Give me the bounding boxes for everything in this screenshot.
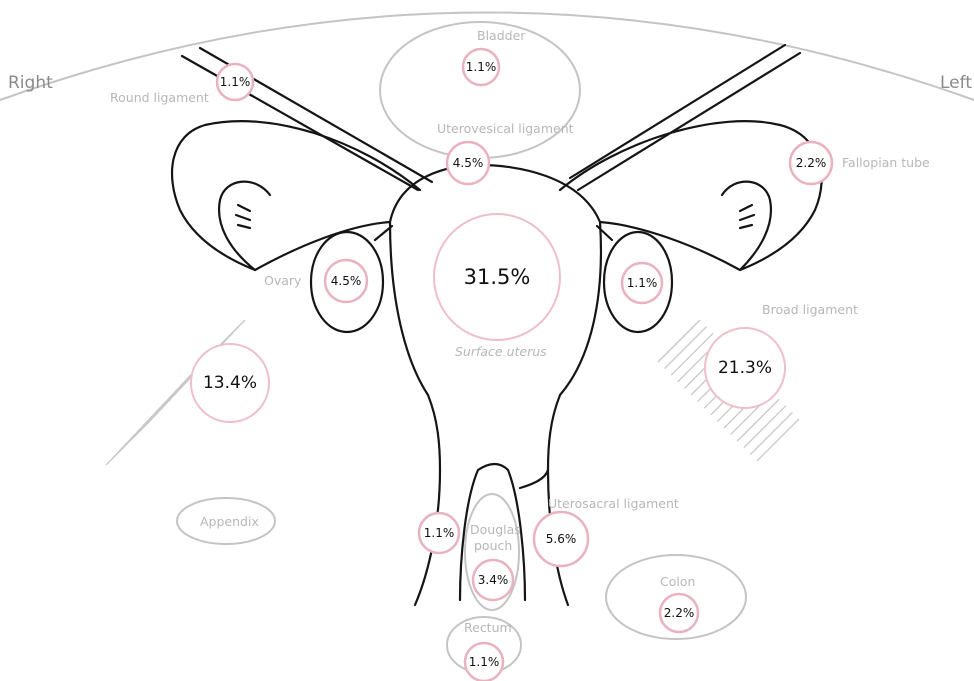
label-surface-uterus: Surface uterus — [455, 344, 547, 359]
round-ligament-left — [570, 45, 800, 190]
svg-text:31.5%: 31.5% — [464, 265, 531, 289]
side-label-right: Right — [8, 73, 53, 93]
hatch-line — [665, 327, 707, 369]
svg-text:3.4%: 3.4% — [478, 573, 509, 587]
svg-text:13.4%: 13.4% — [203, 373, 257, 393]
label-colon: Colon — [660, 574, 695, 589]
label-round-ligament: Round ligament — [110, 90, 209, 105]
svg-text:1.1%: 1.1% — [466, 60, 497, 74]
svg-text:5.6%: 5.6% — [546, 532, 577, 546]
round-ligament-right — [182, 48, 432, 190]
hatch-line — [744, 406, 786, 448]
label-ovary: Ovary — [264, 273, 302, 288]
marker-surface-uterus: 31.5% — [434, 214, 560, 340]
marker-round-ligament: 1.1% — [217, 64, 253, 100]
marker-fallopian-tube: 2.2% — [790, 142, 832, 184]
label-uterosacral-ligament: Uterosacral ligament — [548, 496, 679, 511]
label-uterovesical-ligament: Uterovesical ligament — [437, 121, 574, 136]
side-label-left: Left — [940, 73, 972, 93]
marker-colon: 2.2% — [660, 594, 698, 632]
label-rectum: Rectum — [464, 620, 512, 635]
label-douglas-pouch-line2: pouch — [474, 538, 512, 553]
marker-ovary-left: 1.1% — [622, 263, 662, 303]
hatch-line — [750, 412, 792, 454]
svg-text:4.5%: 4.5% — [331, 274, 362, 288]
marker-uterosacral-ligament-right: 1.1% — [419, 513, 459, 553]
marker-broad-ligament: 21.3% — [705, 328, 785, 408]
marker-uterosacral-ligament-left: 5.6% — [534, 512, 588, 566]
label-douglas-pouch-line1: Douglas — [470, 522, 521, 537]
label-fallopian-tube: Fallopian tube — [842, 155, 930, 170]
marker-bladder: 1.1% — [463, 49, 499, 85]
marker-ovary-right: 4.5% — [325, 260, 367, 302]
svg-text:2.2%: 2.2% — [664, 606, 695, 620]
svg-text:1.1%: 1.1% — [220, 75, 251, 89]
marker-uterovesical-ligament: 4.5% — [447, 142, 489, 184]
svg-text:4.5%: 4.5% — [453, 156, 484, 170]
svg-text:21.3%: 21.3% — [718, 358, 772, 378]
label-bladder: Bladder — [477, 28, 526, 43]
svg-text:1.1%: 1.1% — [424, 526, 455, 540]
marker-rectum: 1.1% — [465, 643, 503, 681]
svg-text:1.1%: 1.1% — [469, 655, 500, 669]
hatch-line — [757, 419, 799, 461]
marker-pelvic-wall-right: 13.4% — [191, 344, 269, 422]
hatch-line — [106, 419, 152, 465]
marker-douglas-pouch: 3.4% — [473, 560, 513, 600]
svg-text:2.2%: 2.2% — [796, 156, 827, 170]
label-broad-ligament: Broad ligament — [762, 302, 858, 317]
hatch-line — [658, 320, 700, 362]
svg-text:1.1%: 1.1% — [627, 276, 658, 290]
label-appendix: Appendix — [200, 514, 259, 529]
